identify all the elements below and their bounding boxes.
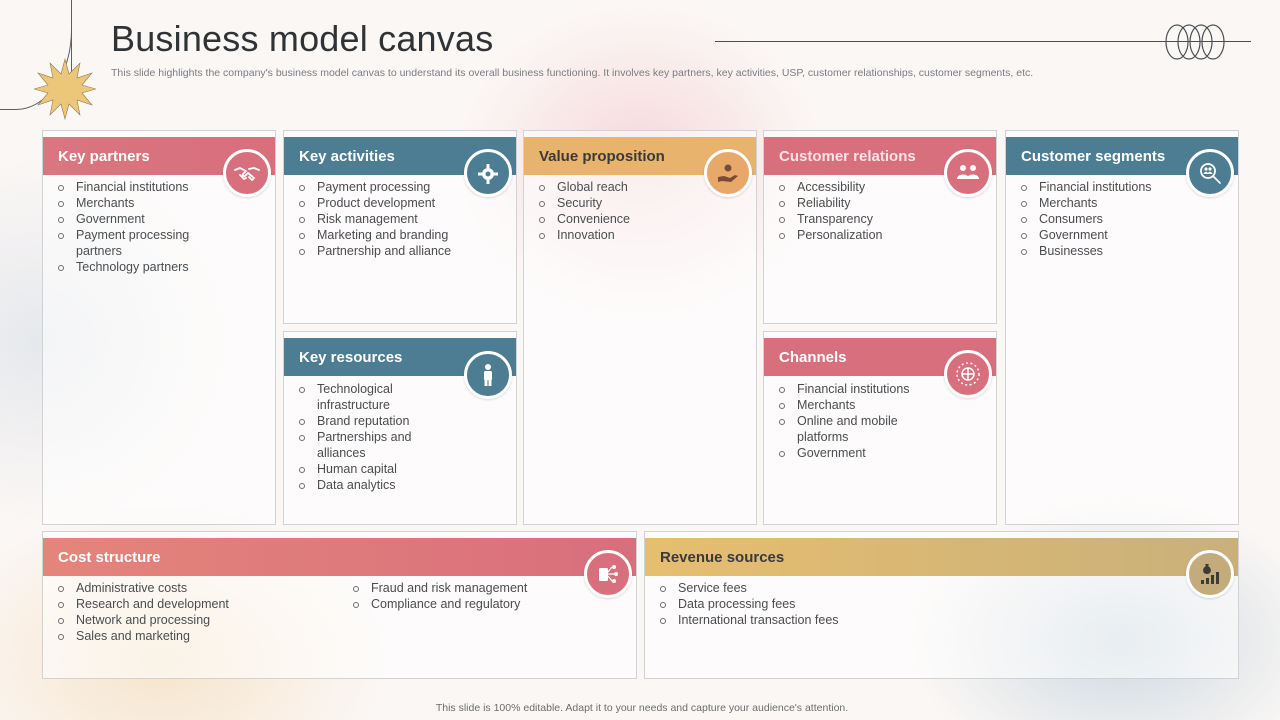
revenue-sources-list: Service fees Data processing fees Intern… [659, 580, 959, 628]
key-activities-card: Key activities Payment processing Produc… [283, 130, 517, 324]
list-item: Online and mobile platforms [778, 413, 918, 445]
footer-note: This slide is 100% editable. Adapt it to… [435, 702, 849, 714]
revenue-sources-title: Revenue sources [660, 548, 785, 566]
list-item: Research and development [57, 596, 317, 612]
list-item: Product development [298, 195, 498, 211]
channels-title: Channels [779, 348, 847, 366]
list-item: Accessibility [778, 179, 958, 195]
list-item: Government [57, 211, 237, 227]
decorative-horizontal-line [715, 41, 1251, 42]
key-activities-title: Key activities [299, 147, 395, 165]
money-bag-chart-icon [1186, 550, 1234, 598]
list-item: Payment processing partners [57, 227, 207, 259]
channels-list: Financial institutions Merchants Online … [778, 381, 938, 461]
list-item: Reliability [778, 195, 958, 211]
list-item: Brand reputation [298, 413, 448, 429]
customer-segments-list: Financial institutions Merchants Consume… [1020, 179, 1200, 259]
list-item: Risk management [298, 211, 498, 227]
customer-segments-card: Customer segments Financial institutions… [1005, 130, 1239, 525]
list-item: Transparency [778, 211, 958, 227]
list-item: Service fees [659, 580, 959, 596]
globe-network-icon [944, 350, 992, 398]
key-partners-card: Key partners Financial institutions Merc… [42, 130, 276, 525]
list-item: Financial institutions [1020, 179, 1200, 195]
list-item: Technological infrastructure [298, 381, 448, 413]
list-item: Payment processing [298, 179, 498, 195]
page-subtitle: This slide highlights the company's busi… [111, 67, 1034, 79]
handshake-icon [223, 149, 271, 197]
list-item: Network and processing [57, 612, 317, 628]
list-item: Businesses [1020, 243, 1200, 259]
list-item: Merchants [1020, 195, 1200, 211]
rings-icon [1165, 24, 1225, 60]
list-item: Government [778, 445, 938, 461]
list-item: Fraud and risk management [352, 580, 572, 596]
revenue-sources-header: Revenue sources [645, 538, 1238, 576]
hand-coin-icon [704, 149, 752, 197]
value-proposition-list: Global reach Security Convenience Innova… [538, 179, 718, 243]
list-item: Merchants [57, 195, 237, 211]
list-item: Administrative costs [57, 580, 317, 596]
list-item: Compliance and regulatory [352, 596, 572, 612]
list-item: Government [1020, 227, 1200, 243]
list-item: Financial institutions [57, 179, 237, 195]
channels-header: Channels [764, 338, 996, 376]
list-item: Global reach [538, 179, 718, 195]
list-item: International transaction fees [659, 612, 959, 628]
gear-icon [464, 149, 512, 197]
magnifier-people-icon [1186, 149, 1234, 197]
page-title: Business model canvas [111, 18, 494, 59]
cost-structure-list-left: Administrative costs Research and develo… [57, 580, 317, 644]
list-item: Sales and marketing [57, 628, 317, 644]
cost-structure-card: Cost structure Administrative costs Rese… [42, 531, 637, 679]
list-item: Data analytics [298, 477, 448, 493]
list-item: Data processing fees [659, 596, 959, 612]
key-resources-list: Technological infrastructure Brand reput… [298, 381, 448, 493]
customer-relations-title: Customer relations [779, 147, 916, 165]
list-item: Convenience [538, 211, 718, 227]
list-item: Human capital [298, 461, 448, 477]
people-icon [944, 149, 992, 197]
list-item: Consumers [1020, 211, 1200, 227]
cost-structure-list-right: Fraud and risk management Compliance and… [352, 580, 572, 612]
list-item: Security [538, 195, 718, 211]
list-item: Merchants [778, 397, 938, 413]
value-proposition-title: Value proposition [539, 147, 665, 165]
revenue-sources-card: Revenue sources Service fees Data proces… [644, 531, 1239, 679]
key-resources-title: Key resources [299, 348, 403, 366]
cost-flow-icon [584, 550, 632, 598]
customer-relations-card: Customer relations Accessibility Reliabi… [763, 130, 997, 324]
list-item: Innovation [538, 227, 718, 243]
list-item: Personalization [778, 227, 958, 243]
list-item: Financial institutions [778, 381, 938, 397]
key-resources-card: Key resources Technological infrastructu… [283, 331, 517, 525]
list-item: Technology partners [57, 259, 237, 275]
person-icon [464, 351, 512, 399]
value-proposition-card: Value proposition Global reach Security … [523, 130, 757, 525]
list-item: Partnership and alliance [298, 243, 498, 259]
key-activities-list: Payment processing Product development R… [298, 179, 498, 259]
sunburst-icon [34, 58, 96, 120]
cost-structure-header: Cost structure [43, 538, 636, 576]
customer-relations-list: Accessibility Reliability Transparency P… [778, 179, 958, 243]
cost-structure-title: Cost structure [58, 548, 161, 566]
list-item: Partnerships and alliances [298, 429, 448, 461]
key-partners-list: Financial institutions Merchants Governm… [57, 179, 237, 275]
channels-card: Channels Financial institutions Merchant… [763, 331, 997, 525]
key-partners-title: Key partners [58, 147, 150, 165]
list-item: Marketing and branding [298, 227, 498, 243]
customer-segments-title: Customer segments [1021, 147, 1166, 165]
